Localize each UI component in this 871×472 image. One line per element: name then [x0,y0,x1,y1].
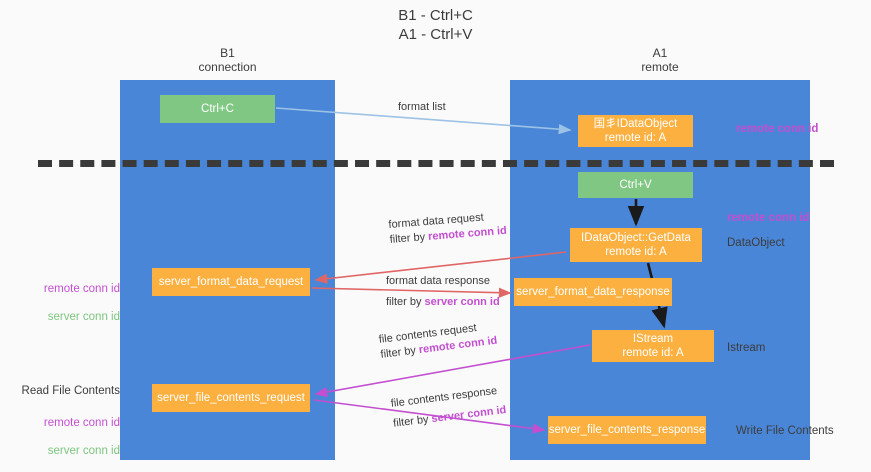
filter-prefix: filter by [392,413,433,430]
label-write-file-contents: Write File Contents [736,425,834,437]
edge-label-format-list: format list [398,101,446,113]
edge-label-format-data-response: format data response filter by server co… [386,274,500,310]
filter-server-value: server conn id [424,296,500,308]
edge-label-format-data-request: format data request filter by remote con… [388,209,507,248]
node-ctrl-v[interactable]: Ctrl+V [578,172,693,198]
label-dataobject: DataObject [727,237,785,249]
label-istream: Istream [727,342,766,354]
edge-label-fdres-line1: format data response [386,275,490,287]
node-server-file-contents-response[interactable]: server_file_contents_response [548,416,706,444]
lane-title-a1: A1 remote [641,46,679,74]
filter-prefix: filter by [379,344,420,361]
edge-label-file-contents-response: file contents response filter by server … [390,383,507,432]
label-left-server-conn-id: server conn id [47,311,120,323]
lane-title-b1: B1 connection [198,46,257,74]
node-server-file-contents-request[interactable]: server_file_contents_request [152,384,310,412]
filter-prefix: filter by [389,230,429,246]
label-left2-server-conn-id: server conn id [47,445,120,457]
edge-label-fdres-line2: filter by server conn id [386,295,500,310]
filter-server-value: server conn id [430,403,507,426]
node-idataobject-getdata[interactable]: IDataObject::GetData remote id: A [570,228,702,262]
node-istream[interactable]: IStream remote id: A [592,330,714,362]
label-remote-conn-id-mid: remote conn id [727,212,810,224]
node-server-format-data-request[interactable]: server_format_data_request [152,268,310,296]
filter-prefix: filter by [386,296,425,308]
label-left-conn-ids-top: remote conn id server conn id [20,268,120,338]
label-remote-conn-id-top: remote conn id [736,123,819,135]
label-left-conn-ids-bottom: remote conn id server conn id [20,402,120,472]
label-read-file-contents: Read File Contents [21,385,120,397]
node-server-format-data-response[interactable]: server_format_data_response [514,278,672,306]
label-left-remote-conn-id: remote conn id [43,283,120,295]
label-left2-remote-conn-id: remote conn id [43,417,120,429]
node-idataobject[interactable]: 国丯IDataObject remote id: A [578,115,693,147]
page-title: B1 - Ctrl+C A1 - Ctrl+V [398,7,473,43]
section-divider [38,160,834,167]
edge-label-file-contents-request: file contents request filter by remote c… [378,319,498,363]
node-ctrl-c[interactable]: Ctrl+C [160,95,275,123]
